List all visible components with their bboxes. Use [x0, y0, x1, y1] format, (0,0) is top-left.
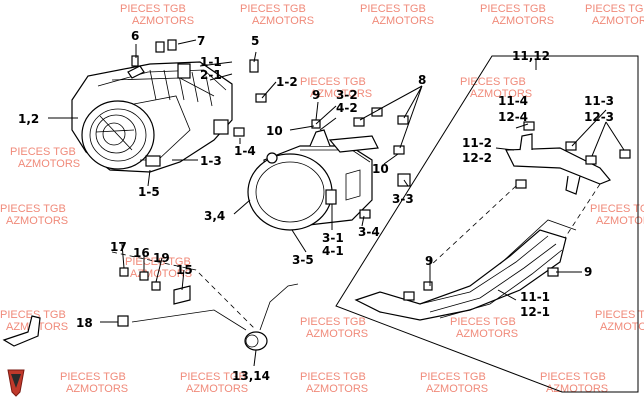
watermark-text: AZMOTORS — [470, 88, 532, 100]
callout-label: 3-3 — [392, 192, 414, 206]
watermark-text: AZMOTORS — [492, 15, 554, 27]
callout-label: 3-1 — [322, 231, 344, 245]
watermark-text: AZMOTORS — [426, 383, 488, 395]
watermark-text: PIECES TGB — [480, 3, 546, 15]
watermark-text: AZMOTORS — [252, 15, 314, 27]
watermark-text: AZMOTORS — [600, 321, 644, 333]
watermark-text: AZMOTORS — [186, 383, 248, 395]
watermark-text: PIECES TGB — [595, 309, 644, 321]
watermark-text: PIECES TGB — [0, 203, 66, 215]
watermark-text: PIECES TGB — [10, 146, 76, 158]
callout-label: 1-1 — [200, 55, 222, 69]
watermark-text: PIECES TGB — [360, 3, 426, 15]
watermark-text: PIECES TGB — [590, 203, 644, 215]
callout-label: 3-4 — [358, 225, 380, 239]
callout-label: 9 — [425, 254, 433, 268]
watermark-text: PIECES TGB — [460, 76, 526, 88]
headlight-left-assembly — [71, 61, 233, 173]
callout-label: 5 — [251, 34, 259, 48]
callout-label: 12-4 — [498, 110, 528, 124]
callout-label: 12-1 — [520, 305, 550, 319]
screw-set-top-left — [127, 39, 267, 137]
watermark-text: AZMOTORS — [596, 215, 644, 227]
watermark-text: PIECES TGB — [180, 371, 246, 383]
bracket-box-11-12 — [335, 55, 639, 393]
callout-label: 1,2 — [18, 112, 39, 126]
callout-label: 12-2 — [462, 151, 492, 165]
watermark-text: AZMOTORS — [66, 383, 128, 395]
callout-label: 1-2 — [276, 75, 298, 89]
callout-label: 9 — [584, 265, 592, 279]
callout-label: 13,14 — [232, 369, 270, 383]
watermark-text: PIECES TGB — [300, 316, 366, 328]
watermark-text: PIECES TGB — [240, 3, 306, 15]
callout-label: 15 — [176, 263, 193, 277]
watermark-text: PIECES TGB — [0, 309, 66, 321]
watermark-text: PIECES TGB — [60, 371, 126, 383]
watermark-text: PIECES TGB — [450, 316, 516, 328]
callout-label: 7 — [197, 34, 205, 48]
watermark-text: PIECES TGB — [300, 76, 366, 88]
callout-label: 17 — [110, 240, 127, 254]
callout-label: 18 — [76, 316, 93, 330]
watermark-text: AZMOTORS — [456, 328, 518, 340]
callout-label: 3-5 — [292, 253, 314, 267]
callout-label: 12-3 — [584, 110, 614, 124]
callout-label: 1-4 — [234, 144, 256, 158]
callout-label: 9 — [312, 88, 320, 102]
watermark-text: PIECES TGB — [540, 371, 606, 383]
watermark-text: AZMOTORS — [132, 15, 194, 27]
callout-label: 1-3 — [200, 154, 222, 168]
callout-label: 11-2 — [462, 136, 492, 150]
watermark-group: PIECES TGB AZMOTORS PIECES TGB AZMOTORS … — [0, 3, 644, 395]
watermark-text: AZMOTORS — [18, 158, 80, 170]
watermark-text: PIECES TGB — [420, 371, 486, 383]
callout-label: 4-2 — [336, 101, 358, 115]
watermark-text: PIECES TGB — [300, 371, 366, 383]
callout-label: 1-5 — [138, 185, 160, 199]
watermark-text: AZMOTORS — [6, 215, 68, 227]
callout-label: 2-1 — [200, 68, 222, 82]
callout-label: 3,4 — [204, 209, 225, 223]
watermark-text: PIECES TGB — [585, 3, 644, 15]
callout-label: 8 — [418, 73, 426, 87]
watermark-text: AZMOTORS — [310, 88, 372, 100]
callout-label: 11-4 — [498, 94, 528, 108]
callout-labels: 1,2 6 7 5 1-1 2-1 1-2 9 10 1-4 1-3 1-5 3… — [18, 29, 614, 383]
watermark-text: AZMOTORS — [592, 15, 644, 27]
leader-lines — [48, 39, 625, 367]
watermark-text: PIECES TGB — [120, 3, 186, 15]
callout-label: 10 — [266, 124, 283, 138]
callout-label: 11-1 — [520, 290, 550, 304]
callout-label: 16 — [133, 246, 150, 260]
callout-label: 6 — [131, 29, 139, 43]
brand-logo — [7, 369, 25, 397]
watermark-text: AZMOTORS — [372, 15, 434, 27]
headlight-center-assembly — [247, 129, 379, 231]
callout-label: 3-2 — [336, 88, 358, 102]
watermark-text: AZMOTORS — [306, 328, 368, 340]
callout-label: 11-3 — [584, 94, 614, 108]
callout-label: 10 — [372, 162, 389, 176]
watermark-text: AZMOTORS — [306, 383, 368, 395]
bracket-fragment — [2, 315, 41, 347]
callout-label: 4-1 — [322, 244, 344, 258]
callout-label: 19 — [153, 251, 170, 265]
callout-label: 11,12 — [512, 49, 550, 63]
